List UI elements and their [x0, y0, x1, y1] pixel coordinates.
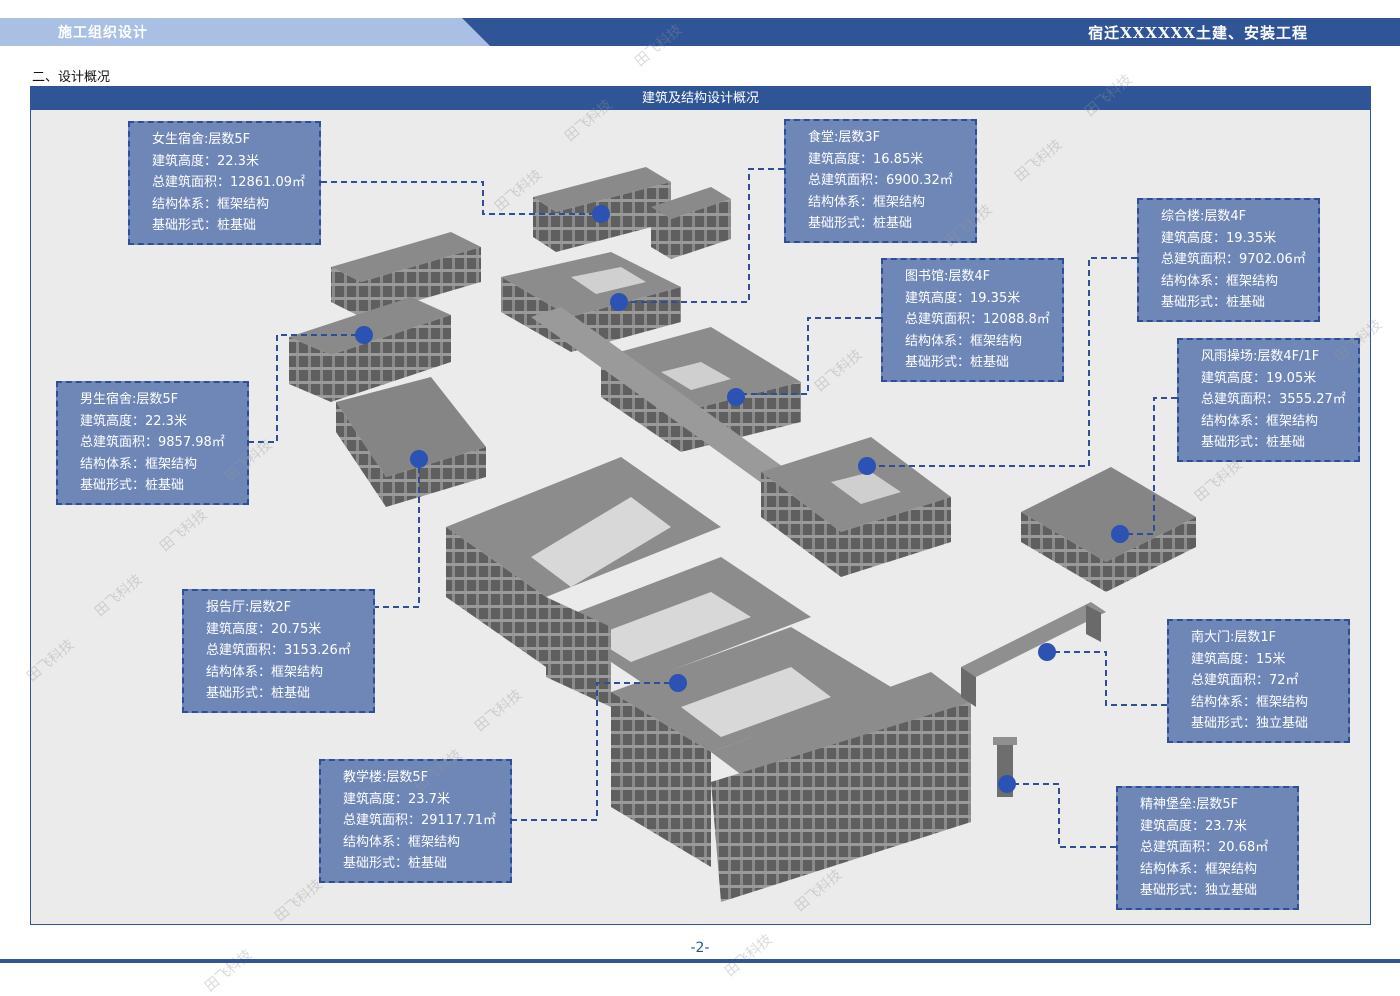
card-canteen: 食堂:层数3F 建筑高度：16.85米 总建筑面积：6900.32㎡ 结构体系：… — [784, 119, 977, 243]
card-structure: 结构体系：框架结构 — [343, 834, 461, 850]
card-library: 图书馆:层数4F 建筑高度：19.35米 总建筑面积：12088.8㎡ 结构体系… — [881, 258, 1064, 382]
marker-complex — [858, 457, 876, 475]
campus-3d-model — [248, 167, 1196, 902]
card-structure: 结构体系：框架结构 — [808, 194, 926, 210]
card-height: 建筑高度：22.3米 — [80, 413, 187, 429]
leader-library — [736, 317, 881, 395]
card-height: 建筑高度：22.3米 — [152, 153, 259, 169]
card-name: 男生宿舍:层数5F — [80, 392, 179, 407]
card-name: 图书馆:层数4F — [905, 269, 991, 284]
card-structure: 结构体系：框架结构 — [152, 196, 270, 212]
card-height: 建筑高度：16.85米 — [808, 151, 924, 167]
panel-title: 建筑及结构设计概况 — [31, 87, 1370, 110]
gymnasium-model — [1021, 467, 1196, 592]
card-name: 食堂:层数3F — [808, 130, 881, 145]
card-structure: 结构体系：框架结构 — [1201, 413, 1319, 429]
page-number: -2- — [690, 940, 710, 956]
card-name: 教学楼:层数5F — [343, 770, 429, 785]
card-area: 总建筑面积：9702.06㎡ — [1161, 252, 1306, 267]
card-foundation: 基础形式：桩基础 — [80, 478, 185, 493]
leader-teaching — [511, 682, 678, 821]
card-gymnasium: 风雨操场:层数4F/1F 建筑高度：19.05米 总建筑面积：3555.27㎡ … — [1177, 338, 1360, 462]
card-area: 总建筑面积：6900.32㎡ — [808, 173, 953, 188]
card-structure: 结构体系：框架结构 — [80, 456, 198, 472]
project-title: 宿迁XXXXXX土建、安装工程 — [1088, 24, 1308, 42]
footer-rule — [0, 959, 1400, 963]
marker-canteen — [610, 293, 628, 311]
card-area: 总建筑面积：72㎡ — [1191, 673, 1299, 688]
card-area: 总建筑面积：20.68㎡ — [1140, 840, 1269, 855]
marker-fortress — [998, 775, 1016, 793]
card-name: 报告厅:层数2F — [206, 600, 292, 615]
marker-lecture-hall — [410, 450, 428, 468]
marker-gym — [1111, 525, 1129, 543]
card-lecture-hall: 报告厅:层数2F 建筑高度：20.75米 总建筑面积：3153.26㎡ 结构体系… — [182, 589, 375, 713]
leader-girls-dorm — [321, 181, 601, 215]
leader-gym — [1120, 397, 1177, 535]
card-boys-dorm: 男生宿舍:层数5F 建筑高度：22.3米 总建筑面积：9857.98㎡ 结构体系… — [56, 381, 249, 505]
boys-dorm-model — [289, 232, 481, 402]
card-area: 总建筑面积：9857.98㎡ — [80, 435, 225, 450]
card-height: 建筑高度：19.35米 — [1161, 230, 1277, 246]
leader-lecture-hall — [373, 459, 420, 608]
header-left-band — [0, 18, 490, 46]
card-area: 总建筑面积：3153.26㎡ — [206, 643, 351, 658]
card-height: 建筑高度：23.7米 — [343, 791, 450, 807]
card-height: 建筑高度：23.7米 — [1140, 818, 1247, 834]
card-girls-dorm: 女生宿舍:层数5F 建筑高度：22.3米 总建筑面积：12861.09㎡ 结构体… — [128, 121, 321, 245]
document-title: 施工组织设计 — [58, 25, 148, 41]
card-name: 女生宿舍:层数5F — [152, 132, 251, 147]
marker-teaching — [669, 674, 687, 692]
card-area: 总建筑面积：12861.09㎡ — [152, 175, 306, 190]
lecture-hall-model — [336, 377, 486, 507]
card-structure: 结构体系：框架结构 — [1161, 273, 1279, 289]
card-spiritual-fortress: 精神堡垒:层数5F 建筑高度：23.7米 总建筑面积：20.68㎡ 结构体系：框… — [1116, 786, 1299, 910]
marker-boys-dorm — [355, 326, 373, 344]
card-foundation: 基础形式：桩基础 — [343, 856, 448, 871]
card-name: 风雨操场:层数4F/1F — [1201, 349, 1320, 364]
card-area: 总建筑面积：12088.8㎡ — [905, 312, 1050, 327]
card-structure: 结构体系：框架结构 — [905, 333, 1023, 349]
marker-girls-dorm — [592, 205, 610, 223]
card-area: 总建筑面积：3555.27㎡ — [1201, 392, 1346, 407]
card-foundation: 基础形式：独立基础 — [1140, 883, 1258, 898]
complex-building-model — [761, 437, 951, 577]
marker-south-gate — [1038, 643, 1056, 661]
design-overview-panel: 建筑及结构设计概况 — [30, 86, 1371, 925]
card-south-gate: 南大门:层数1F 建筑高度：15米 总建筑面积：72㎡ 结构体系：框架结构 基础… — [1167, 619, 1350, 743]
card-structure: 结构体系：框架结构 — [1140, 861, 1258, 877]
leader-south-gate — [1047, 651, 1167, 706]
leader-fortress — [1007, 783, 1116, 848]
card-structure: 结构体系：框架结构 — [1191, 694, 1309, 710]
card-foundation: 基础形式：桩基础 — [808, 216, 913, 231]
card-foundation: 基础形式：独立基础 — [1191, 716, 1309, 731]
leader-boys-dorm — [248, 334, 364, 443]
card-foundation: 基础形式：桩基础 — [206, 686, 311, 701]
card-name: 精神堡垒:层数5F — [1140, 797, 1239, 812]
card-foundation: 基础形式：桩基础 — [152, 218, 257, 233]
leader-complex — [867, 257, 1137, 467]
card-height: 建筑高度：15米 — [1191, 651, 1286, 667]
library-model — [531, 307, 811, 497]
teaching-building-model — [446, 457, 971, 902]
card-teaching-building: 教学楼:层数5F 建筑高度：23.7米 总建筑面积：29117.71㎡ 结构体系… — [319, 759, 512, 883]
card-foundation: 基础形式：桩基础 — [1161, 295, 1266, 310]
girls-dorm-model — [533, 167, 731, 259]
card-foundation: 基础形式：桩基础 — [1201, 435, 1306, 450]
header-right-band — [462, 18, 1400, 46]
south-gate-model — [961, 602, 1106, 707]
section-title: 二、设计概况 — [32, 70, 111, 85]
card-foundation: 基础形式：桩基础 — [905, 355, 1010, 370]
marker-library — [727, 388, 745, 406]
card-height: 建筑高度：20.75米 — [206, 621, 322, 637]
card-complex-building: 综合楼:层数4F 建筑高度：19.35米 总建筑面积：9702.06㎡ 结构体系… — [1137, 198, 1320, 322]
card-area: 总建筑面积：29117.71㎡ — [343, 813, 497, 828]
leader-canteen — [619, 168, 784, 303]
card-height: 建筑高度：19.05米 — [1201, 370, 1317, 386]
card-name: 综合楼:层数4F — [1161, 209, 1247, 224]
card-structure: 结构体系：框架结构 — [206, 664, 324, 680]
card-name: 南大门:层数1F — [1191, 630, 1277, 645]
card-height: 建筑高度：19.35米 — [905, 290, 1021, 306]
